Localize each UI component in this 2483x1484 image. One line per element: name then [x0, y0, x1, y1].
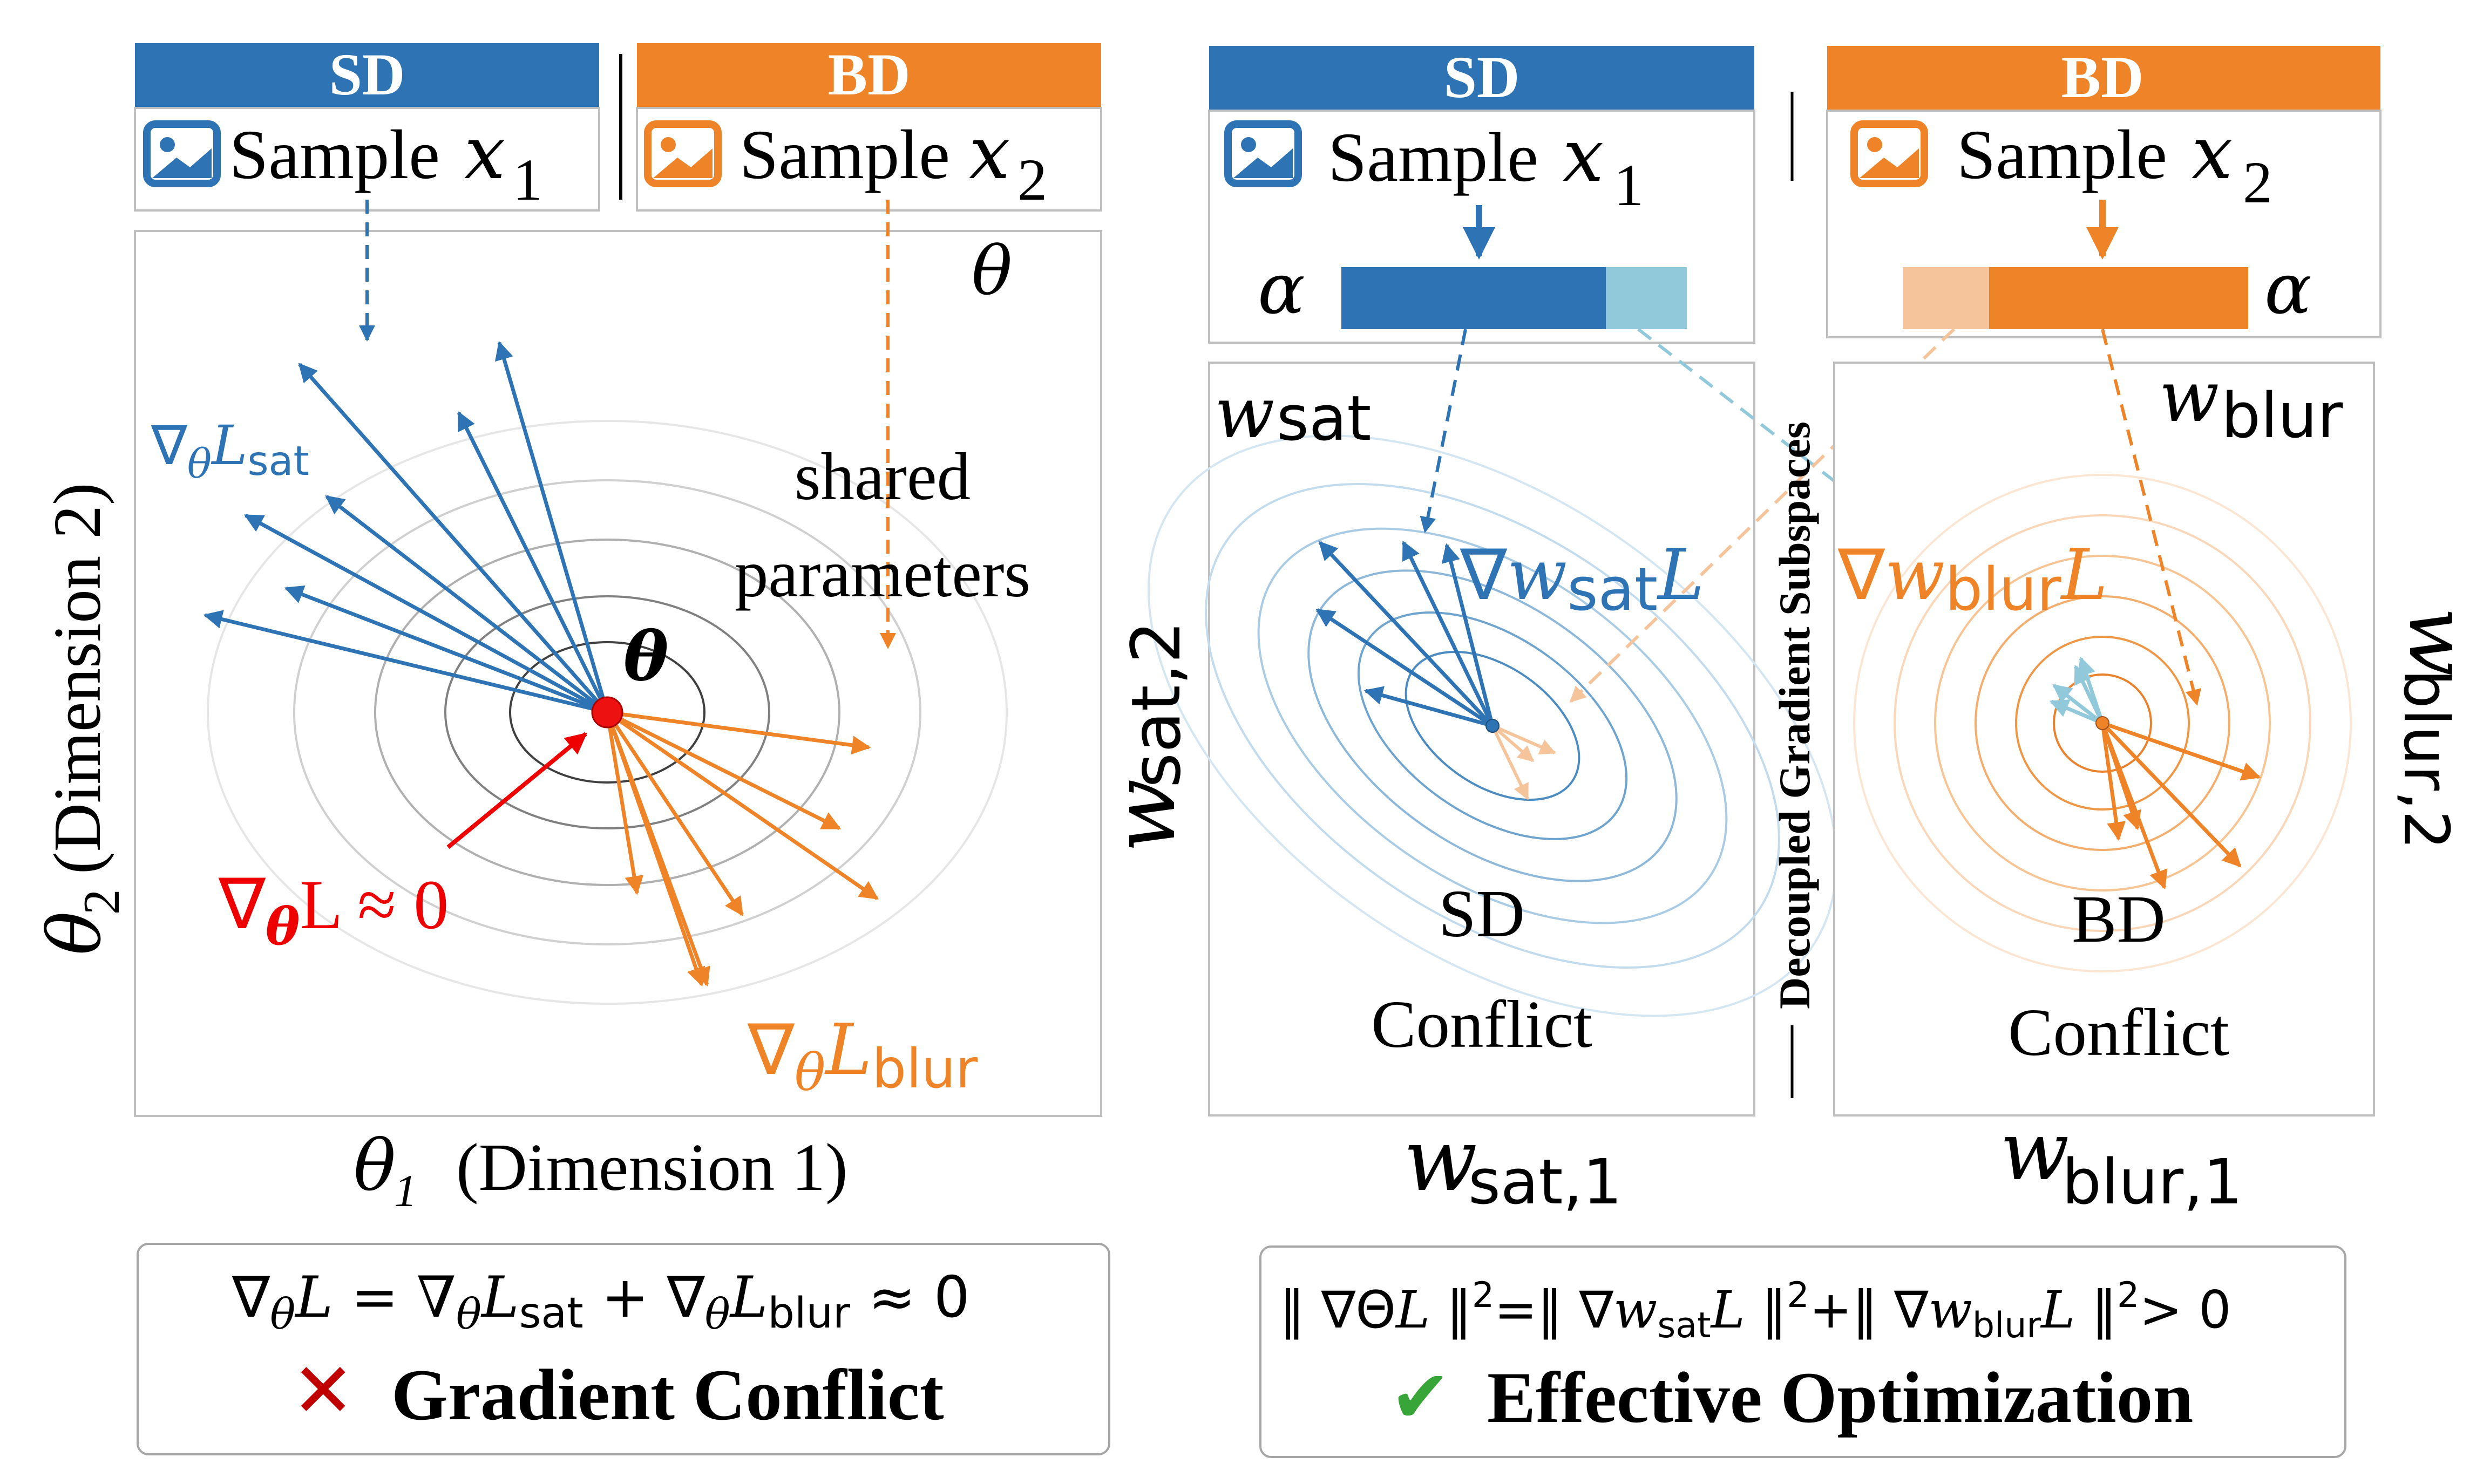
- right-blue-gradient-arrows: [1315, 540, 1495, 728]
- left-bd-header-bar: [637, 43, 1101, 108]
- left-sd-header: SD: [329, 42, 405, 107]
- right-sd-conflict-line2: Conflict: [1371, 988, 1592, 1062]
- left-blue-gradient-arrows: [203, 341, 609, 714]
- shared-line1: shared: [795, 440, 971, 514]
- svg-text:blur,2: blur,2: [2390, 669, 2462, 850]
- right-wblur-sub: blur: [2221, 380, 2343, 452]
- left-plot-frame: [134, 230, 1102, 1117]
- left-sample-2-word: Sample: [740, 116, 950, 194]
- left-sd-header-bar: [135, 43, 599, 108]
- right-bd-header-bar: [1827, 46, 2380, 111]
- right-conclusion: Effective Optimization: [1487, 1358, 2193, 1438]
- svg-text:w: w: [1094, 779, 1195, 853]
- svg-text:2: 2: [73, 889, 130, 915]
- left-x1-sub: 1: [513, 147, 542, 213]
- left-red-grad-label: ∇θL ≈ 0: [218, 863, 449, 957]
- left-grad-blur-label: ∇θLblur: [747, 1009, 978, 1102]
- right-panel: SD Sample x 1 α BD Sample x 2 α: [1094, 44, 2483, 1458]
- right-wsat2-axis-label: w sat,2: [1094, 621, 1196, 853]
- left-sample-1-word: Sample: [229, 116, 440, 194]
- right-sample-1-word: Sample: [1328, 119, 1538, 196]
- left-formula: ∇θL = ∇θLsat + ∇θLblur ≈ 0: [232, 1264, 970, 1339]
- svg-text:Decoupled Gradient Subspaces: Decoupled Gradient Subspaces: [1770, 421, 1819, 1009]
- right-light-orange-small-arrows: [1491, 724, 1556, 800]
- right-sd-contours: [1147, 434, 1838, 1017]
- svg-text:w: w: [2391, 607, 2483, 676]
- right-orange-gradient-arrows: [2100, 721, 2261, 890]
- right-wblur-var: w: [2159, 356, 2219, 438]
- left-y-axis-label: θ 2 (Dimension 2): [32, 482, 130, 955]
- alpha-bar-sd-minor: [1606, 267, 1687, 329]
- right-wsat-sub: sat: [1277, 383, 1371, 455]
- cross-icon: ✕: [291, 1347, 355, 1435]
- right-x2-sub: 2: [2243, 149, 2272, 215]
- svg-text:sat,2: sat,2: [1117, 621, 1196, 788]
- right-bd-contours: [1853, 474, 2352, 972]
- right-x1-var: x: [1563, 113, 1604, 198]
- wblur-point: [2095, 716, 2109, 730]
- alpha-bar-bd-main: [1989, 267, 2248, 329]
- left-conclusion-box: [137, 1243, 1110, 1455]
- right-alpha-left: α: [1258, 248, 1305, 330]
- right-bd-dashed-arrow: [2101, 329, 2201, 706]
- right-wblur1-sub: blur,1: [2062, 1146, 2243, 1218]
- right-bd-conflict-line2: Conflict: [2008, 996, 2229, 1070]
- right-sd-header-bar: [1209, 46, 1754, 111]
- alpha-bar-bd-minor: [1903, 267, 1989, 329]
- theta-point: [591, 696, 623, 729]
- left-x2-var: x: [969, 111, 1010, 195]
- left-orange-gradient-arrows: [605, 710, 879, 987]
- right-grad-wblur-label: ∇wblurL: [1837, 534, 2108, 624]
- right-sample-2-word: Sample: [1957, 116, 2167, 194]
- right-sd-header: SD: [1444, 44, 1520, 110]
- left-x-axis-sub: 1: [394, 1166, 417, 1216]
- svg-text:θ: θ: [32, 911, 117, 955]
- decoupled-label: Decoupled Gradient Subspaces: [1770, 421, 1819, 1009]
- left-theta-center: θ: [623, 617, 668, 696]
- left-grad-sat-label: ∇θLsat: [151, 414, 309, 487]
- right-x1-sub: 1: [1614, 152, 1644, 218]
- right-wblur2-axis-label: w blur,2: [2390, 607, 2483, 850]
- right-wsat-var: w: [1215, 372, 1274, 454]
- right-x2-var: x: [2192, 111, 2233, 195]
- right-grad-wsat-label: ∇wsatL: [1460, 534, 1704, 624]
- right-formula: ‖ ∇ΘL ‖2=‖ ∇wsatL ‖2+‖ ∇wblurL ‖2> 0: [1279, 1275, 2231, 1346]
- alpha-bar-sd-main: [1341, 267, 1606, 329]
- left-x-axis-theta: θ: [354, 1125, 396, 1207]
- left-panel: SD Sample x 1 BD Sample x 2: [32, 42, 1110, 1455]
- left-x2-sub: 2: [1017, 147, 1047, 213]
- right-sd-dashed-arrow: [1420, 329, 1467, 533]
- right-sd-plot-frame: [1208, 362, 1755, 1117]
- left-red-net-arrow: [446, 732, 588, 849]
- right-wsat1-sub: sat,1: [1468, 1146, 1622, 1218]
- right-bd-conflict-line1: BD: [2072, 882, 2166, 957]
- right-alpha-right: α: [2264, 248, 2312, 330]
- right-conclusion-box: [1259, 1245, 2346, 1458]
- left-contours: [207, 420, 1008, 1005]
- right-sd-conflict-line1: SD: [1439, 877, 1525, 951]
- shared-line2: parameters: [735, 537, 1030, 611]
- right-wsat1-var: w: [1403, 1109, 1477, 1210]
- left-theta-corner: θ: [972, 232, 1012, 310]
- check-icon: ✔: [1390, 1354, 1451, 1439]
- right-light-blue-small-arrows: [2049, 656, 2105, 725]
- left-conclusion: Gradient Conflict: [391, 1355, 944, 1435]
- right-wblur1-var: w: [2000, 1105, 2069, 1199]
- left-bd-header: BD: [828, 42, 911, 107]
- wsat-point: [1485, 719, 1500, 733]
- right-bd-header: BD: [2061, 44, 2144, 110]
- left-x1-var: x: [464, 111, 505, 195]
- left-x-axis-text: (Dimension 1): [456, 1131, 848, 1205]
- svg-text:(Dimension 2): (Dimension 2): [40, 482, 115, 874]
